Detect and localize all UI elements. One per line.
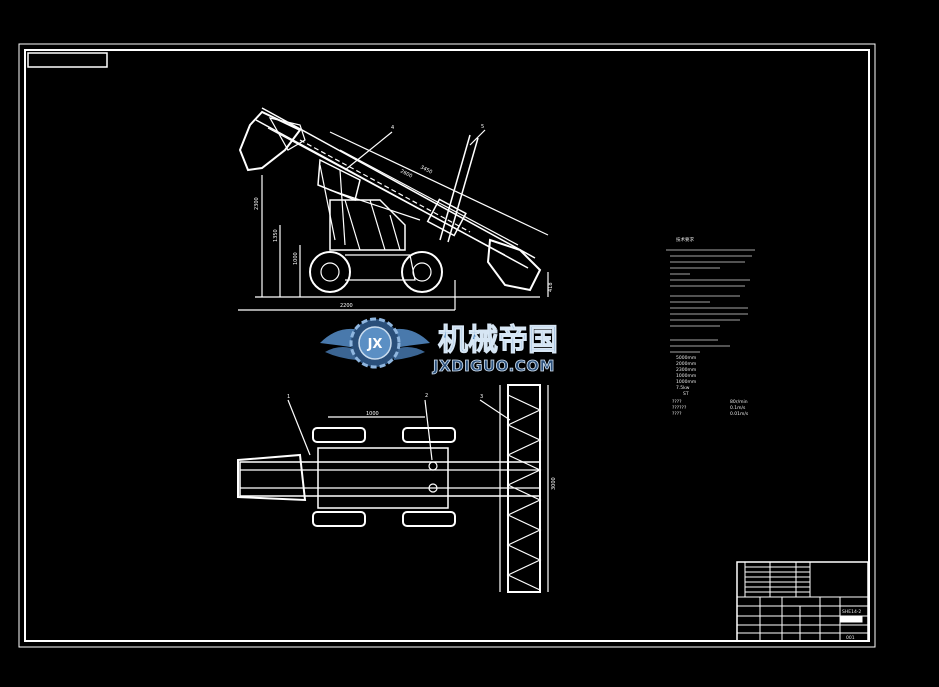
side-elevation-view [238,107,549,311]
spec-value-1: 2000mm [676,361,696,367]
watermark-domain: JXDIGUO.COM [432,357,555,375]
dim-height-low: 1000 [293,252,299,265]
dim-foot-height: 418 [548,282,554,292]
dim-length-upper: 3450 [419,164,433,175]
title-block [736,561,869,642]
spec-value-3: 1000mm [676,373,696,379]
watermark-badge: JX [367,337,383,352]
spec-value-2: 2300mm [676,367,696,373]
balloon-3: 3 [480,394,483,400]
dim-plan-width: 1000 [366,411,379,417]
balloon-4: 4 [391,125,394,131]
outer-border [18,43,876,648]
corner-stamp-box [27,52,108,68]
watermark-chinese: 机械帝国 [438,323,558,358]
tech-notes-title: 技术要求 [676,236,694,243]
note-text-lines [666,249,755,353]
speed-value-2: 0.01m/s [730,411,749,417]
spec-value-0: 5000mm [676,355,696,361]
plan-view [237,384,549,593]
spec-value-5: 7.5kw [676,385,690,391]
dim-mast-length: 3000 [551,477,557,490]
speed-label-1: ?????? [672,405,687,411]
spec-value-4: 1000mm [676,379,696,385]
speed-value-0: 80r/min [730,399,748,405]
speed-label-2: ???? [672,411,682,417]
site-watermark: JX 机械帝国 JXDIGUO.COM [320,317,559,375]
balloon-5: 5 [481,124,484,130]
dim-height-mid: 1350 [273,229,279,242]
inner-border [24,49,870,642]
spec-value-6: ST [683,391,689,397]
speed-value-1: 0.1m/s [730,405,746,411]
dim-height-total: 2300 [254,197,260,210]
speed-label-0: ???? [672,399,682,405]
balloon-2: 2 [425,393,428,399]
sheet-number: 001 [846,635,855,641]
dim-base-length: 2200 [340,303,353,309]
drawing-number: SHE14-2 [842,609,861,615]
balloon-1: 1 [287,394,290,400]
dim-length-inner: 2600 [399,168,413,179]
technical-notes: 技术要求 5000mm 2000mm 2300mm 1000mm 1000mm … [666,236,755,417]
